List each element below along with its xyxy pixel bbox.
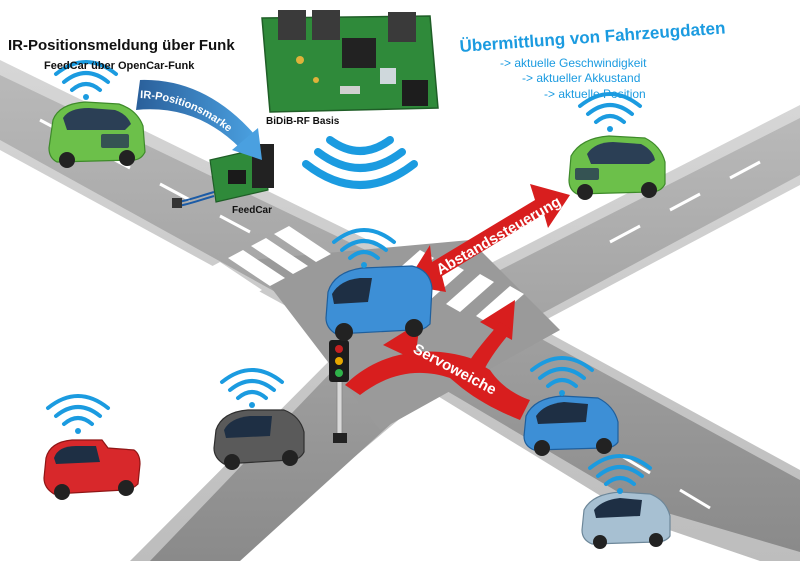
wifi-icon-top-left-car [54, 60, 118, 100]
distance-control-arrow [405, 184, 570, 292]
wifi-signals [46, 60, 652, 494]
header-right-title: Übermittlung von Fahrzeugdaten [459, 18, 726, 56]
feedcar-label: FeedCar [232, 205, 272, 216]
wifi-icon-dark-car [220, 368, 284, 408]
traffic-light-green-lamp [335, 369, 343, 377]
header-left-title: IR-Positionsmeldung über Funk [8, 37, 235, 54]
ir-marker-arrow [136, 79, 262, 160]
vehicle-green-car-top-left [48, 101, 146, 168]
traffic-light-yellow-lamp [335, 357, 343, 365]
crosswalk-left [205, 226, 331, 298]
header-right-item-1: -> aktuelle Geschwindigkeit [500, 56, 647, 70]
vehicle-blue-van-center [325, 265, 433, 341]
traffic-light-red-lamp [335, 345, 343, 353]
header-left-subtitle: FeedCar über OpenCar-Funk [44, 60, 195, 72]
traffic-light [329, 340, 349, 443]
bidib-board-label: BiDiB-RF Basis [266, 116, 340, 127]
lane-markings-ne-sw [124, 160, 761, 532]
feedcar-module [172, 144, 274, 208]
header-right-item-3: -> aktuelle Position [544, 87, 646, 101]
bidib-rf-board [261, 10, 439, 113]
wifi-icon-van [332, 228, 396, 268]
wifi-icon-blue-car-right [530, 356, 594, 396]
vehicle-green-car-top-right [568, 135, 666, 200]
vehicle-blue-car-right [523, 395, 619, 456]
vehicle-red-pickup [43, 439, 141, 500]
wifi-icon-top-right-car [578, 92, 642, 132]
wifi-icon-red-pickup [46, 394, 110, 434]
crosswalk-bottom-right [400, 404, 522, 480]
wifi-icon-silver-car [588, 454, 652, 494]
wifi-icon-base-station [302, 136, 418, 189]
vehicle-silver-car [581, 491, 671, 549]
servo-switch-arrow [345, 300, 530, 420]
header-right-item-2: -> aktueller Akkustand [522, 71, 640, 85]
vehicle-dark-car [213, 409, 305, 470]
